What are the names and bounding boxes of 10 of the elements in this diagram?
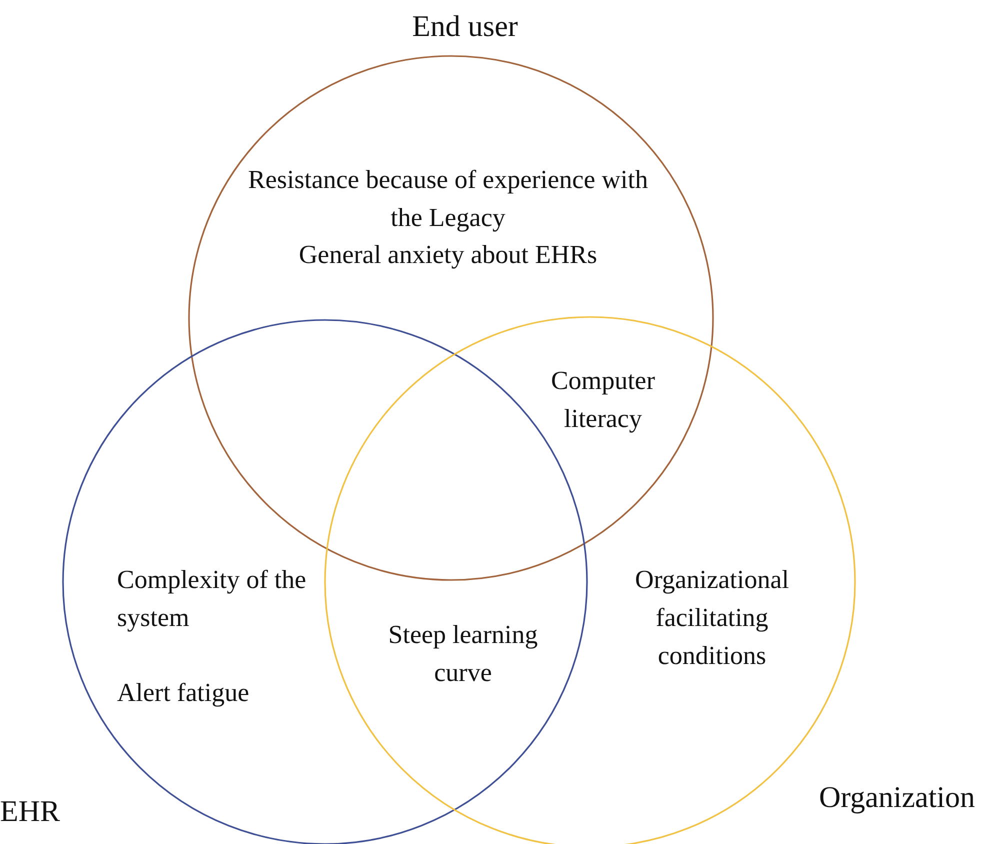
set-title: End user (411, 9, 519, 45)
region-text: Resistance because of experience with the Legacy (248, 164, 648, 234)
region-text: Complexity of the system (117, 564, 307, 634)
region-text: Organizational facilitating conditions (634, 564, 790, 672)
set-title: Organization (818, 780, 976, 816)
set-title: EHR (0, 794, 61, 830)
overlap-text: Computer literacy (550, 365, 656, 435)
region-text: General anxiety about EHRs (298, 239, 598, 271)
overlap-text: Steep learning curve (387, 619, 539, 689)
region-text: Alert fatigue (117, 677, 250, 709)
